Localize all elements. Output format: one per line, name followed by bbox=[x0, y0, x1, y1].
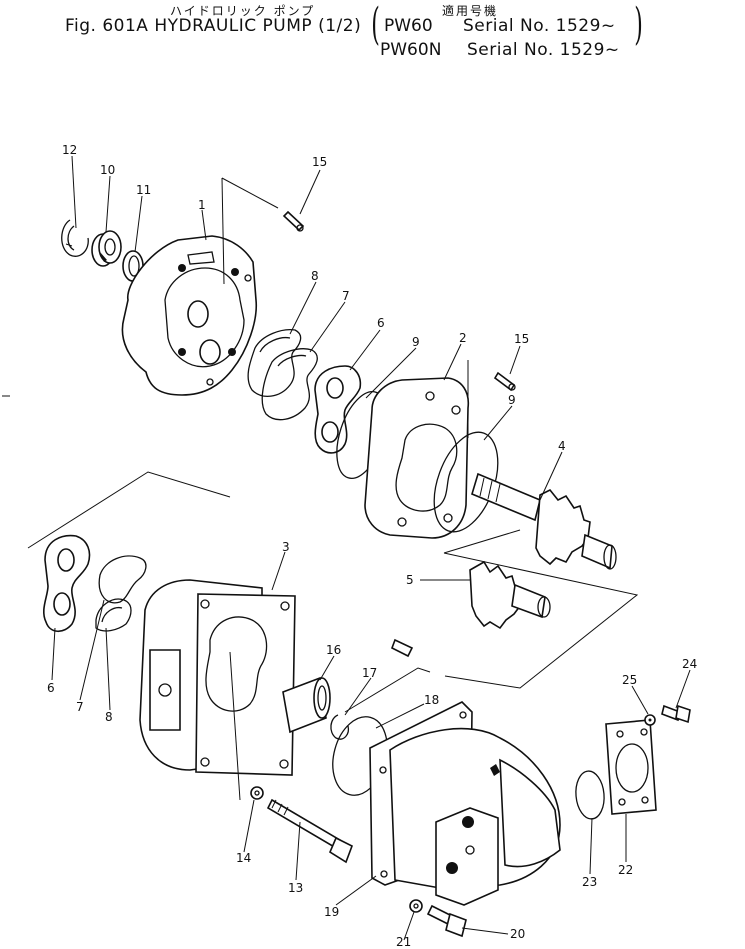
callout-7: 7 bbox=[342, 289, 350, 303]
callout-1: 1 bbox=[198, 198, 206, 212]
callout-4: 4 bbox=[558, 439, 566, 453]
backup-ring-part bbox=[98, 555, 147, 604]
snap-ring-part bbox=[330, 714, 350, 740]
backup-ring-part bbox=[261, 348, 318, 421]
side-plate-part bbox=[314, 365, 362, 454]
dowel-pin-part bbox=[390, 638, 414, 658]
figure-header: ハイドロリック ポンプ Fig. 601A HYDRAULIC PUMP (1/… bbox=[0, 0, 745, 70]
callout-22: 22 bbox=[618, 863, 633, 877]
japanese-title: ハイドロリック ポンプ bbox=[170, 4, 316, 18]
callout-6: 6 bbox=[47, 681, 55, 695]
washer-part bbox=[409, 899, 423, 913]
serial-range: Serial No. 1529~ bbox=[467, 40, 620, 60]
callout-numbers: 12 10 11 1 15 8 7 6 9 2 15 9 4 5 3 6 7 8… bbox=[47, 143, 697, 949]
callout-25: 25 bbox=[622, 673, 637, 687]
snap-ring-part bbox=[61, 219, 89, 257]
left-bracket: ( bbox=[371, 0, 380, 50]
callout-24: 24 bbox=[682, 657, 697, 671]
callout-9: 9 bbox=[508, 393, 516, 407]
side-plate-part bbox=[42, 534, 91, 633]
seal-part bbox=[95, 598, 132, 632]
leader-lines bbox=[51, 155, 691, 941]
driven-gear-part bbox=[469, 560, 551, 630]
serial-range: Serial No. 1529~ bbox=[463, 16, 616, 36]
callout-16: 16 bbox=[326, 643, 341, 657]
rear-cover-part bbox=[139, 579, 296, 776]
right-bracket: ) bbox=[634, 0, 643, 50]
callout-3: 3 bbox=[282, 540, 290, 554]
pump-body-part bbox=[369, 701, 561, 906]
applicability-label: 適用号機 bbox=[442, 4, 499, 18]
bearing-part bbox=[91, 230, 122, 267]
callout-10: 10 bbox=[100, 163, 115, 177]
callout-7: 7 bbox=[76, 700, 84, 714]
callout-15: 15 bbox=[312, 155, 327, 169]
front-cover-part bbox=[121, 235, 258, 396]
callout-19: 19 bbox=[324, 905, 339, 919]
dowel-pin-part bbox=[493, 371, 516, 392]
callout-23: 23 bbox=[582, 875, 597, 889]
callout-2: 2 bbox=[459, 331, 467, 345]
callout-20: 20 bbox=[510, 927, 525, 941]
callout-15: 15 bbox=[514, 332, 529, 346]
callout-5: 5 bbox=[406, 573, 414, 587]
bolt-part bbox=[426, 904, 467, 938]
model-name: PW60 bbox=[384, 16, 433, 36]
callout-11: 11 bbox=[136, 183, 151, 197]
callout-6: 6 bbox=[377, 316, 385, 330]
callout-13: 13 bbox=[288, 881, 303, 895]
callout-17: 17 bbox=[362, 666, 377, 680]
washer-part bbox=[250, 786, 264, 800]
callout-18: 18 bbox=[424, 693, 439, 707]
drive-gear-shaft-part bbox=[471, 472, 617, 570]
callout-14: 14 bbox=[236, 851, 251, 865]
callout-9: 9 bbox=[412, 335, 420, 349]
assembly-guide-lines bbox=[2, 177, 639, 801]
figure-title: Fig. 601A HYDRAULIC PUMP (1/2) bbox=[65, 16, 362, 36]
callout-21: 21 bbox=[396, 935, 411, 949]
bushing-part bbox=[282, 676, 331, 734]
bolt-part bbox=[266, 798, 354, 864]
callout-8: 8 bbox=[105, 710, 113, 724]
washer-part bbox=[644, 714, 656, 726]
model-name: PW60N bbox=[380, 40, 442, 60]
callout-8: 8 bbox=[311, 269, 319, 283]
bolt-part bbox=[661, 704, 691, 724]
callout-12: 12 bbox=[62, 143, 77, 157]
seal-part bbox=[247, 329, 302, 397]
o-ring-part bbox=[575, 770, 605, 820]
gear-housing-part bbox=[364, 377, 470, 539]
flange-part bbox=[605, 719, 657, 815]
dowel-pin-part bbox=[282, 210, 305, 232]
